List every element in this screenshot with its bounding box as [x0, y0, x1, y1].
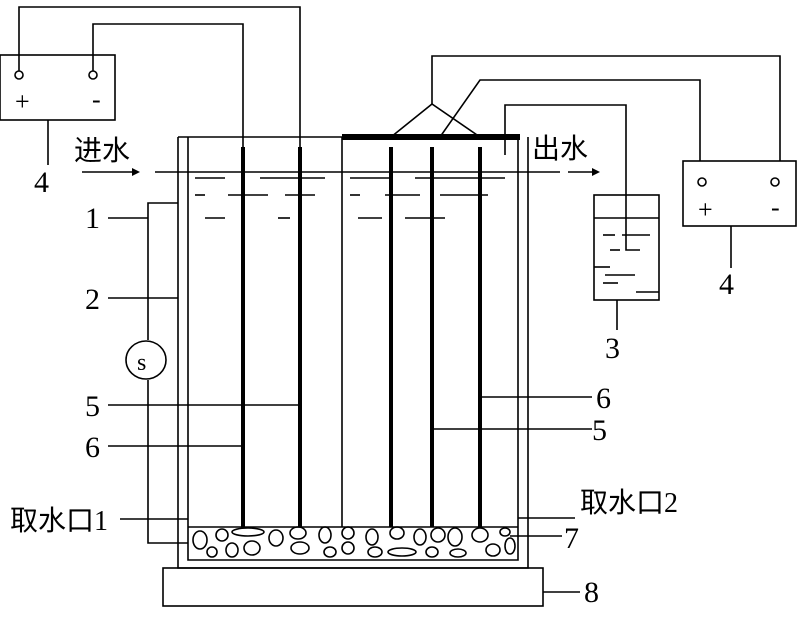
base-platform [162, 567, 544, 607]
wire-left-positive [18, 6, 301, 150]
terminal-positive [697, 177, 707, 187]
wire-right-negative [431, 55, 781, 161]
outlet-pipe [504, 104, 640, 251]
label-8: 8 [584, 576, 599, 609]
terminal-negative [88, 70, 98, 80]
wire-right-positive [439, 79, 701, 161]
sample-port-2-label: 取水口2 [580, 487, 678, 519]
sampling-tube-lower [147, 380, 188, 544]
collection-bucket: 3 [593, 194, 660, 365]
label-6-left: 6 [85, 431, 100, 464]
wire-left-negative [92, 23, 244, 150]
power-supply-right: + - 4 [682, 160, 797, 301]
minus-sign: - [92, 85, 101, 114]
label-6-right: 6 [596, 382, 611, 415]
label-5-right: 5 [592, 414, 607, 447]
water-dashes [195, 177, 505, 219]
sample-port-1-label: 取水口1 [10, 505, 108, 537]
switch-s: S [125, 340, 167, 380]
inlet-label: 进水 [74, 135, 130, 167]
label-4-right: 4 [719, 268, 734, 301]
label-3: 3 [605, 332, 620, 365]
minus-sign: - [771, 193, 780, 222]
switch-label: S [137, 350, 146, 376]
terminal-positive [14, 70, 24, 80]
plus-sign: + [698, 195, 713, 224]
terminal-negative [770, 177, 780, 187]
gravel-layer [192, 526, 516, 558]
label-2: 2 [85, 283, 100, 316]
plus-sign: + [15, 87, 30, 116]
label-7: 7 [564, 522, 579, 555]
sampling-tube-upper [147, 202, 178, 340]
label-1: 1 [85, 202, 100, 235]
label-5-left: 5 [85, 390, 100, 423]
reactor-tank [177, 134, 529, 569]
wire-fork-1 [390, 103, 481, 138]
outlet-label: 出水 [532, 133, 588, 165]
power-supply-left: + - 4 [0, 54, 116, 199]
label-4-left: 4 [34, 166, 49, 199]
